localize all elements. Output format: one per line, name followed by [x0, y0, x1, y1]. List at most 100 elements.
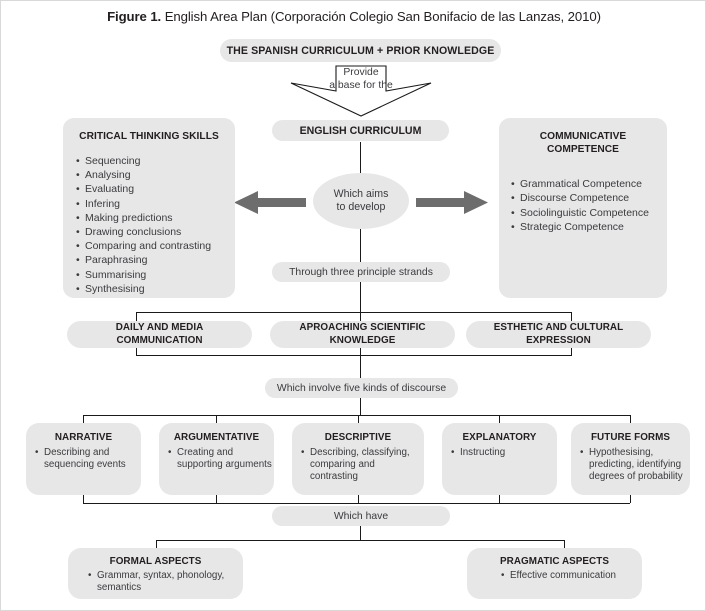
list-item: Grammatical Competence: [511, 177, 667, 191]
provide-base-arrow-icon: [290, 65, 432, 117]
formal-aspects-list: Grammar, syntax, phonology, semantics: [88, 570, 243, 594]
connector-discourse-3-drop: [358, 415, 359, 427]
list-item: Grammar, syntax, phonology, semantics: [88, 570, 243, 594]
panel-critical-thinking-heading: CRITICAL THINKING SKILLS: [79, 131, 219, 142]
node-pragmatic-aspects: PRAGMATIC ASPECTS Effective communicatio…: [467, 548, 642, 599]
discourse-future-forms-list: Hypothesising, predicting, identifying d…: [580, 447, 690, 483]
aims-line1: Which aims: [333, 187, 389, 200]
provide-base-arrow-text: Provide a base for the: [290, 67, 432, 93]
panel-critical-thinking-skills: CRITICAL THINKING SKILLS Sequencing Anal…: [63, 118, 235, 298]
discourse-narrative-list: Describing and sequencing events: [35, 447, 141, 471]
discourse-future-forms-heading: FUTURE FORMS: [590, 432, 671, 443]
connector-discourse-5-drop: [630, 415, 631, 427]
list-item: Hypothesising, predicting, identifying d…: [580, 447, 690, 483]
provide-text-line2: a base for the: [329, 79, 393, 91]
connector-which-have-stem: [360, 526, 361, 540]
discourse-narrative-heading: NARRATIVE: [54, 432, 113, 443]
critical-thinking-list: Sequencing Analysing Evaluating Infering…: [76, 154, 235, 296]
node-spanish-curriculum-label: THE SPANISH CURRICULUM + PRIOR KNOWLEDGE: [226, 44, 495, 57]
connector-strands-stem: [360, 282, 361, 312]
communicative-heading-line1: COMMUNICATIVE: [539, 131, 627, 142]
connector-discourse-3-rise: [358, 491, 359, 503]
aims-line2: to develop: [336, 201, 386, 213]
connector-discourse-2-drop: [216, 415, 217, 427]
list-item: Paraphrasing: [76, 253, 235, 267]
list-item: Describing and sequencing events: [35, 447, 141, 471]
connector-discourse-stem: [360, 398, 361, 415]
connector-strands-bus-bottom: [136, 355, 572, 356]
strand-1-line1: DAILY AND MEDIA: [115, 322, 204, 334]
strand-2-line1: APROACHING SCIENTIFIC: [299, 322, 426, 334]
list-item: Strategic Competence: [511, 220, 667, 234]
list-item: Discourse Competence: [511, 191, 667, 205]
connector-strands-to-discourse: [360, 355, 361, 378]
strand-3-line2: EXPRESSION: [526, 334, 591, 346]
list-item: Sociolinguistic Competence: [511, 206, 667, 220]
list-item: Drawing conclusions: [76, 225, 235, 239]
connector-label-five-kinds-text: Which involve five kinds of discourse: [276, 382, 447, 394]
connector-discourse-2-rise: [216, 491, 217, 503]
discourse-argumentative-heading: ARGUMENTATIVE: [173, 432, 260, 443]
list-item: Sequencing: [76, 154, 235, 168]
figure-title: Figure 1. English Area Plan (Corporación…: [1, 9, 705, 24]
list-item: Evaluating: [76, 182, 235, 196]
connector-label-three-strands: Through three principle strands: [272, 262, 450, 282]
list-item: Making predictions: [76, 211, 235, 225]
connector-curriculum-to-aims: [360, 142, 361, 174]
pragmatic-aspects-list: Effective communication: [501, 570, 642, 582]
connector-label-which-have-text: Which have: [333, 510, 389, 522]
discourse-descriptive-heading: DESCRIPTIVE: [324, 432, 392, 443]
connector-label-three-strands-text: Through three principle strands: [289, 266, 433, 278]
panel-communicative-competence-heading: COMMUNICATIVE COMPETENCE: [499, 131, 667, 156]
arrow-left-icon: [234, 191, 306, 214]
connector-formal-aspects-drop: [156, 540, 157, 552]
list-item: Synthesising: [76, 282, 235, 296]
list-item: Describing, classifying, comparing and c…: [301, 447, 424, 483]
connector-label-five-kinds-of-discourse: Which involve five kinds of discourse: [265, 378, 458, 398]
list-item: Effective communication: [501, 570, 642, 582]
connector-aims-to-strands: [360, 229, 361, 262]
discourse-descriptive-list: Describing, classifying, comparing and c…: [301, 447, 424, 483]
panel-communicative-competence: COMMUNICATIVE COMPETENCE Grammatical Com…: [499, 118, 667, 298]
connector-discourse-bus-bottom: [83, 503, 630, 504]
connector-discourse-1-drop: [83, 415, 84, 427]
node-english-curriculum: ENGLISH CURRICULUM: [272, 120, 449, 141]
strand-1-line2: COMMUNICATION: [116, 334, 203, 346]
connector-discourse-4-rise: [499, 491, 500, 503]
connector-discourse-5-rise: [630, 491, 631, 503]
pragmatic-aspects-heading: PRAGMATIC ASPECTS: [500, 556, 609, 567]
discourse-explanatory-heading: EXPLANATORY: [462, 432, 537, 443]
list-item: Summarising: [76, 268, 235, 282]
connector-discourse-1-rise: [83, 491, 84, 503]
strand-2-line2: KNOWLEDGE: [329, 334, 396, 346]
communicative-heading-line2: COMPETENCE: [547, 143, 619, 155]
node-english-curriculum-label: ENGLISH CURRICULUM: [299, 124, 422, 137]
discourse-argumentative-list: Creating and supporting arguments: [168, 447, 274, 471]
communicative-competence-list: Grammatical Competence Discourse Compete…: [511, 177, 667, 234]
connector-discourse-bus-top: [83, 415, 630, 416]
provide-text-line1: Provide: [343, 67, 379, 78]
node-formal-aspects: FORMAL ASPECTS Grammar, syntax, phonolog…: [68, 548, 243, 599]
list-item: Comparing and contrasting: [76, 239, 235, 253]
node-strand-daily-media-communication: DAILY AND MEDIA COMMUNICATION: [67, 321, 252, 348]
connector-label-which-have: Which have: [272, 506, 450, 526]
node-discourse-future-forms: FUTURE FORMS Hypothesising, predicting, …: [571, 423, 690, 495]
connector-aspects-bus: [156, 540, 565, 541]
figure-title-lead: Figure 1.: [107, 9, 162, 24]
node-discourse-explanatory: EXPLANATORY Instructing: [442, 423, 557, 495]
node-discourse-argumentative: ARGUMENTATIVE Creating and supporting ar…: [159, 423, 274, 495]
list-item: Creating and supporting arguments: [168, 447, 274, 471]
connector-pragmatic-aspects-drop: [564, 540, 565, 552]
strand-3-line1: ESTHETIC AND CULTURAL: [493, 322, 624, 334]
node-strand-esthetic-cultural-expression: ESTHETIC AND CULTURAL EXPRESSION: [466, 321, 651, 348]
node-strand-aproaching-scientific-knowledge: APROACHING SCIENTIFIC KNOWLEDGE: [270, 321, 455, 348]
node-which-aims-to-develop: Which aims to develop: [313, 173, 409, 229]
node-discourse-descriptive: DESCRIPTIVE Describing, classifying, com…: [292, 423, 424, 495]
node-spanish-curriculum: THE SPANISH CURRICULUM + PRIOR KNOWLEDGE: [220, 39, 501, 62]
list-item: Instructing: [451, 447, 557, 459]
figure-title-rest: English Area Plan (Corporación Colegio S…: [161, 9, 601, 24]
node-discourse-narrative: NARRATIVE Describing and sequencing even…: [26, 423, 141, 495]
connector-discourse-4-drop: [499, 415, 500, 427]
discourse-explanatory-list: Instructing: [451, 447, 557, 459]
